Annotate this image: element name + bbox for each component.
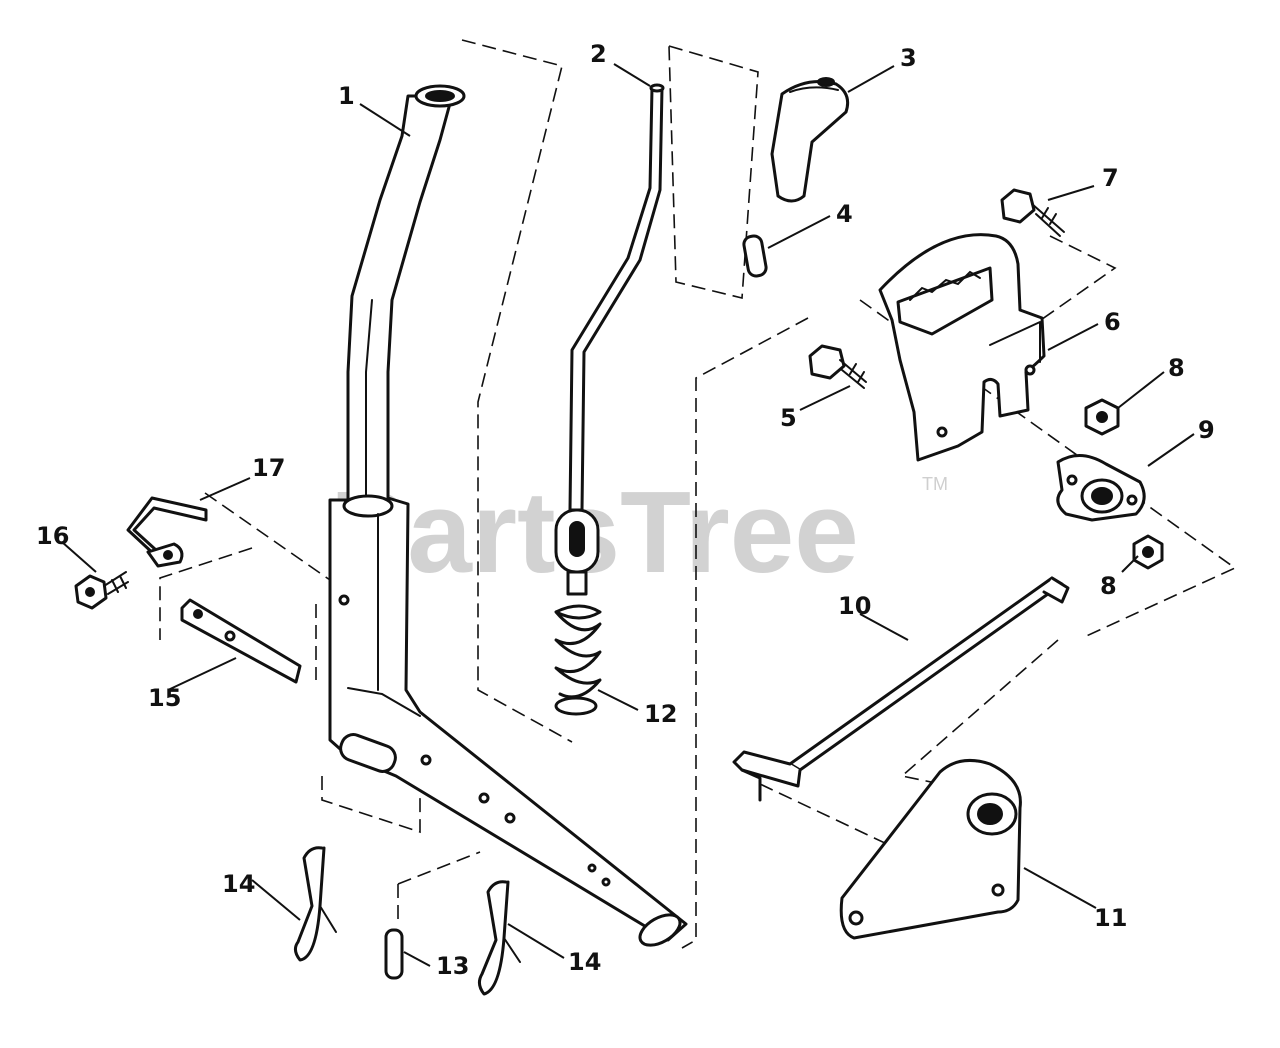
watermark: PartsTree TM [330, 467, 948, 597]
callout-17: 17 [252, 454, 285, 482]
flange-bearing [1056, 454, 1146, 522]
callout-8-lower: 8 [1100, 572, 1117, 600]
callout-13: 13 [436, 952, 469, 980]
callout-8-upper: 8 [1168, 354, 1185, 382]
shift-link [732, 576, 1070, 802]
callout-11: 11 [1094, 904, 1127, 932]
callout-10: 10 [838, 592, 871, 620]
callout-1: 1 [338, 82, 355, 110]
callout-4: 4 [836, 200, 853, 228]
callout-15: 15 [148, 684, 181, 712]
callout-16: 16 [36, 522, 69, 550]
pin-13 [384, 928, 404, 980]
shift-knob [770, 77, 850, 203]
callout-7: 7 [1102, 164, 1119, 192]
bolt-5 [808, 344, 867, 389]
spring [554, 604, 602, 716]
hairpin-clip-left [293, 846, 337, 962]
callout-2: 2 [590, 40, 607, 68]
hairpin-clip-right [477, 880, 521, 996]
callout-3: 3 [900, 44, 917, 72]
screw-16 [74, 571, 129, 610]
shift-lever [328, 84, 688, 947]
screw-7 [1000, 188, 1065, 237]
watermark-trademark: TM [922, 474, 948, 494]
callout-6: 6 [1104, 308, 1121, 336]
nut-8-lower-hole [1142, 546, 1154, 558]
callout-12: 12 [644, 700, 677, 728]
u-bolt [126, 496, 208, 568]
callout-5: 5 [780, 404, 797, 432]
shift-plate [878, 233, 1046, 462]
bar-15 [180, 598, 302, 684]
callout-9: 9 [1198, 416, 1215, 444]
nut-8-upper-hole [1096, 411, 1108, 423]
leader-lines [61, 63, 1195, 967]
callout-labels: 1 2 3 4 5 6 7 8 8 9 10 11 12 13 14 14 15… [36, 40, 1215, 980]
callout-14-right: 14 [568, 948, 601, 976]
bellcrank-plate [839, 758, 1022, 940]
shift-rod [554, 83, 665, 596]
roll-pin-4 [742, 234, 768, 278]
callout-14-left: 14 [222, 870, 255, 898]
